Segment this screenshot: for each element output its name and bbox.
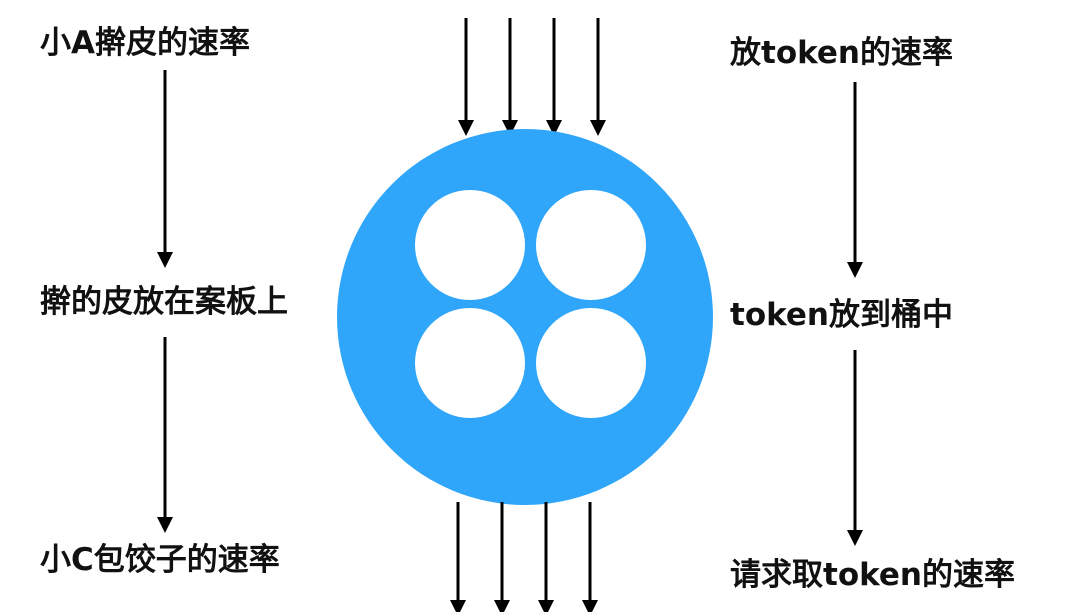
label-roll-rate: 小A擀皮的速率 [40, 25, 250, 61]
token-circle [415, 308, 525, 418]
label-wrap-rate: 小C包饺子的速率 [40, 542, 280, 578]
label-token-in-bucket: token放到桶中 [730, 297, 953, 333]
arrow-down-icon [494, 502, 510, 612]
label-token-add-rate: 放token的速率 [730, 35, 953, 71]
arrow-down-icon [847, 82, 863, 278]
arrow-down-icon [582, 502, 598, 612]
incoming-arrows [458, 18, 606, 136]
arrow-down-icon [590, 18, 606, 136]
label-request-token-rate: 请求取token的速率 [730, 557, 1015, 593]
outgoing-arrows [450, 502, 598, 612]
arrow-down-icon [157, 337, 173, 533]
arrow-down-icon [157, 70, 173, 268]
arrow-down-icon [546, 18, 562, 136]
arrow-down-icon [847, 350, 863, 546]
token-circle [536, 308, 646, 418]
label-dough-on-board: 擀的皮放在案板上 [40, 284, 288, 320]
token-circle [415, 190, 525, 300]
right-flow-arrows [847, 82, 863, 546]
arrow-down-icon [538, 502, 554, 612]
bucket-circle [337, 129, 713, 505]
left-flow-arrows [157, 70, 173, 533]
token-circle [536, 190, 646, 300]
bucket [337, 129, 713, 505]
arrow-down-icon [502, 18, 518, 136]
arrow-down-icon [458, 18, 474, 136]
arrow-down-icon [450, 502, 466, 612]
